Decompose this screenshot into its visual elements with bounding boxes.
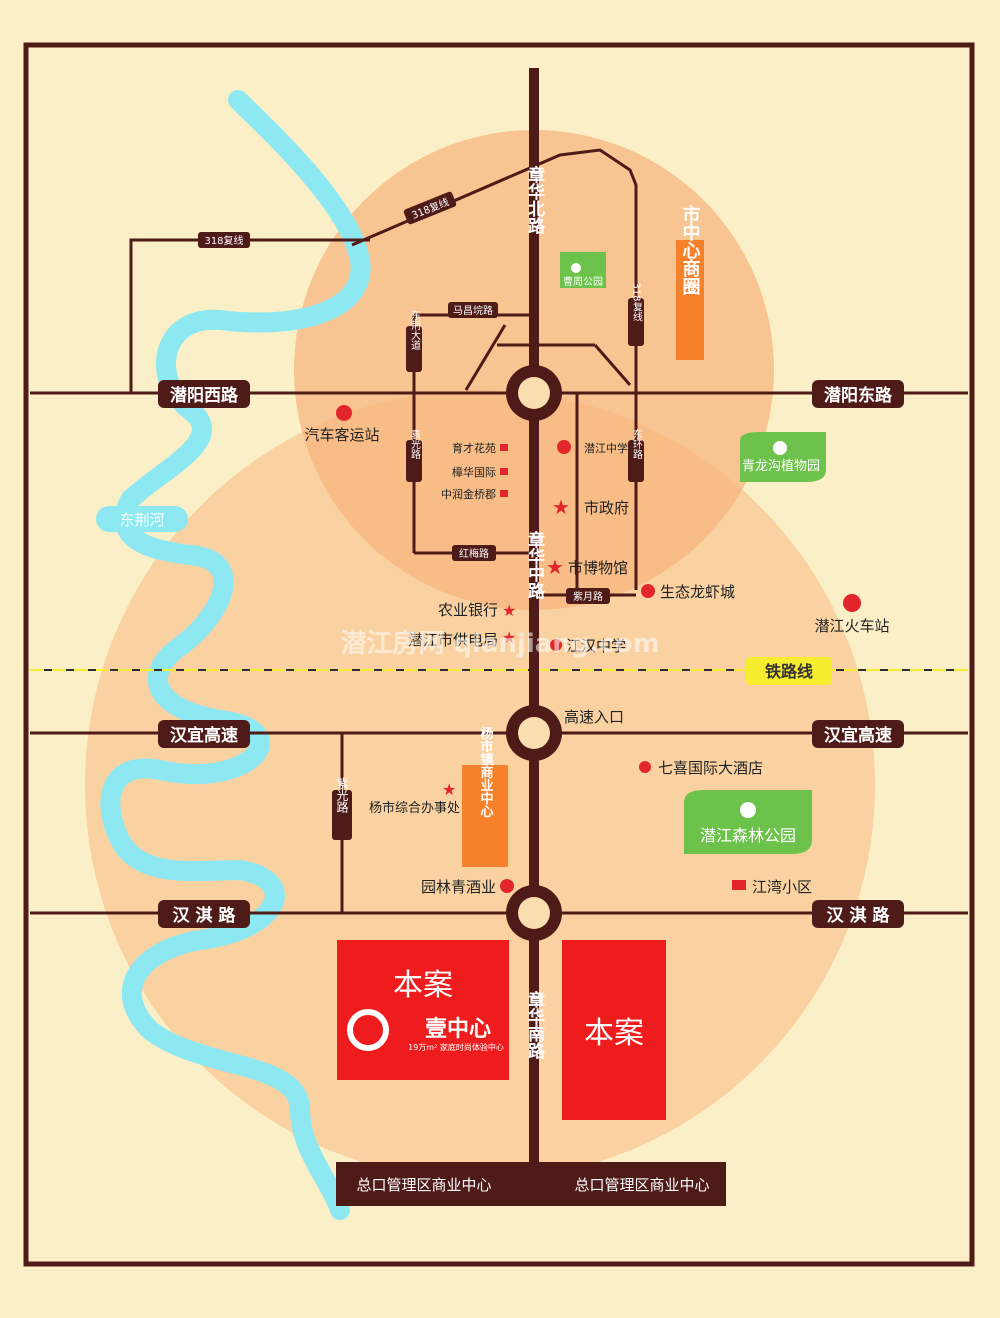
road-label-318-a: 318复线: [204, 234, 243, 247]
caozhou-park-label: 曹周公园: [563, 275, 603, 288]
project-left[interactable]: 本案 壹中心 19万m² 家庭时尚体验中心: [337, 940, 509, 1080]
building-icon: [500, 490, 508, 497]
road-label-hanqi-east: 汉 淇 路: [827, 905, 891, 926]
road-label-machang: 马昌垸路: [453, 304, 493, 317]
tree-icon: [773, 441, 787, 455]
road-label-zhanghua-north: 章华北路: [524, 165, 545, 235]
zhanghua-labels: 章华北路 章华中路 章华南路: [524, 165, 545, 1060]
building-icon: [732, 880, 746, 890]
qianjiang-middle-school-label: 潜江中学: [584, 441, 628, 455]
dot-icon: [641, 584, 655, 598]
train-icon: [843, 594, 861, 612]
school-icon: [557, 440, 571, 454]
city-center-zone-label: 市中心商圈: [680, 204, 701, 296]
minor-road-labels: 318复线 318复线 318复线 马昌垸路 东荆大道 袁光路 红梅路 紫月路 …: [198, 191, 644, 840]
highway-entry-label: 高速入口: [564, 708, 624, 726]
city-center-zone-box: [676, 240, 704, 360]
project-left-title: 本案: [393, 968, 453, 1003]
road-label-ziguang: 紫光路: [335, 777, 349, 814]
road-label-zhanghua-south: 章华南路: [524, 990, 545, 1060]
tree-icon: [571, 263, 581, 273]
bottom-left-label: 总口管理区商业中心: [356, 1176, 491, 1194]
river-label: 东荆河: [119, 511, 164, 529]
project-right-block[interactable]: [562, 940, 666, 1120]
road-label-hanqi-west: 汉 淇 路: [173, 905, 237, 926]
poi-markers: 汽车客运站 育才花苑 樟华国际 中润金桥郡 潜江中学 ★ 市政府 ★ 市博物馆 …: [304, 405, 890, 896]
bottom-bar: [336, 1162, 726, 1206]
forest-park: 潜江森林公园: [684, 790, 812, 854]
roundabouts: [506, 365, 562, 941]
qinglonggou-park: 青龙沟植物园: [740, 432, 826, 482]
star-icon: ★: [552, 495, 570, 519]
tree-icon: [740, 802, 756, 818]
road-label-ziyue: 紫月路: [573, 590, 603, 603]
museum-label: 市博物馆: [568, 559, 628, 577]
jiangwan-label: 江湾小区: [752, 878, 812, 896]
svg-text:汽车客运站: 汽车客运站: [304, 426, 379, 444]
railway-label: 铁路线: [765, 662, 813, 681]
forest-park-label: 潜江森林公园: [700, 826, 796, 845]
residence-icons: [500, 444, 508, 497]
road-label-zhanghua-middle: 章华中路: [524, 530, 545, 600]
star-icon: ★: [502, 601, 516, 620]
bottom-right-label: 总口管理区商业中心: [574, 1176, 709, 1194]
star-icon: ★: [546, 555, 564, 579]
road-label-hanyi-west: 汉宜高速: [170, 725, 238, 746]
power-label: 潜江市供电局: [408, 631, 498, 649]
jianghan-label: 江汉中学: [566, 637, 626, 655]
star-icon: ★: [502, 628, 516, 647]
road-label-donghuan: 东环路: [631, 428, 643, 460]
dot-icon: [500, 879, 514, 893]
project-right-title: 本案: [584, 1016, 644, 1051]
yangshi-zone-label: 杨市镇商业中心: [478, 726, 494, 819]
bus-icon: [336, 405, 352, 421]
road-label-hanyi-east: 汉宜高速: [824, 725, 892, 746]
qinglonggou-label: 青龙沟植物园: [742, 459, 820, 474]
yucai-label: 育才花苑: [452, 441, 496, 455]
zhanghua-intl-label: 樟华国际: [452, 465, 496, 479]
building-icon: [500, 444, 508, 451]
main-road-labels: 潜阳西路 潜阳东路 汉宜高速 汉宜高速 汉 淇 路 汉 淇 路: [158, 380, 904, 928]
road-label-dongjing: 东荆大道: [409, 309, 421, 350]
dongjing-river: [100, 90, 371, 1220]
yangshi-zone-box: [462, 765, 508, 867]
agri-bank-label: 农业银行: [438, 601, 498, 619]
building-icon: [500, 468, 508, 475]
zhongrun-label: 中润金桥郡: [441, 487, 496, 501]
project-logo-sub: 19万m² 家庭时尚体验中心: [408, 1042, 504, 1052]
watermark: 潜江房网 qianjiang.com: [340, 629, 659, 659]
logo-icon: [347, 1009, 389, 1051]
yuanlin-wine-label: 园林青酒业: [421, 878, 496, 896]
gov-label: 市政府: [584, 499, 629, 517]
project-right[interactable]: 本案: [562, 940, 666, 1120]
bus-station: 汽车客运站: [304, 405, 380, 444]
school-icon: [550, 639, 562, 651]
road-label-qianyang-west: 潜阳西路: [170, 385, 239, 406]
river-label-box: [96, 506, 188, 532]
road-label-qianyang-east: 潜阳东路: [824, 385, 893, 406]
train-station-label: 潜江火车站: [814, 617, 889, 635]
yangshi-office-label: 杨市综合办事处: [369, 800, 460, 816]
railway-label-box: [746, 657, 832, 685]
project-logo-text: 壹中心: [425, 1017, 491, 1042]
star-icon: ★: [442, 780, 456, 799]
road-label-hongmei: 红梅路: [459, 547, 489, 560]
qixi-hotel-label: 七喜国际大酒店: [658, 759, 763, 777]
road-label-yuanguang: 袁光路: [409, 429, 421, 460]
caozhou-park: 曹周公园: [560, 252, 606, 288]
crayfish-label: 生态龙虾城: [660, 583, 735, 601]
hotel-icon: [639, 761, 651, 773]
road-label-318-c: 318复线: [631, 282, 643, 321]
